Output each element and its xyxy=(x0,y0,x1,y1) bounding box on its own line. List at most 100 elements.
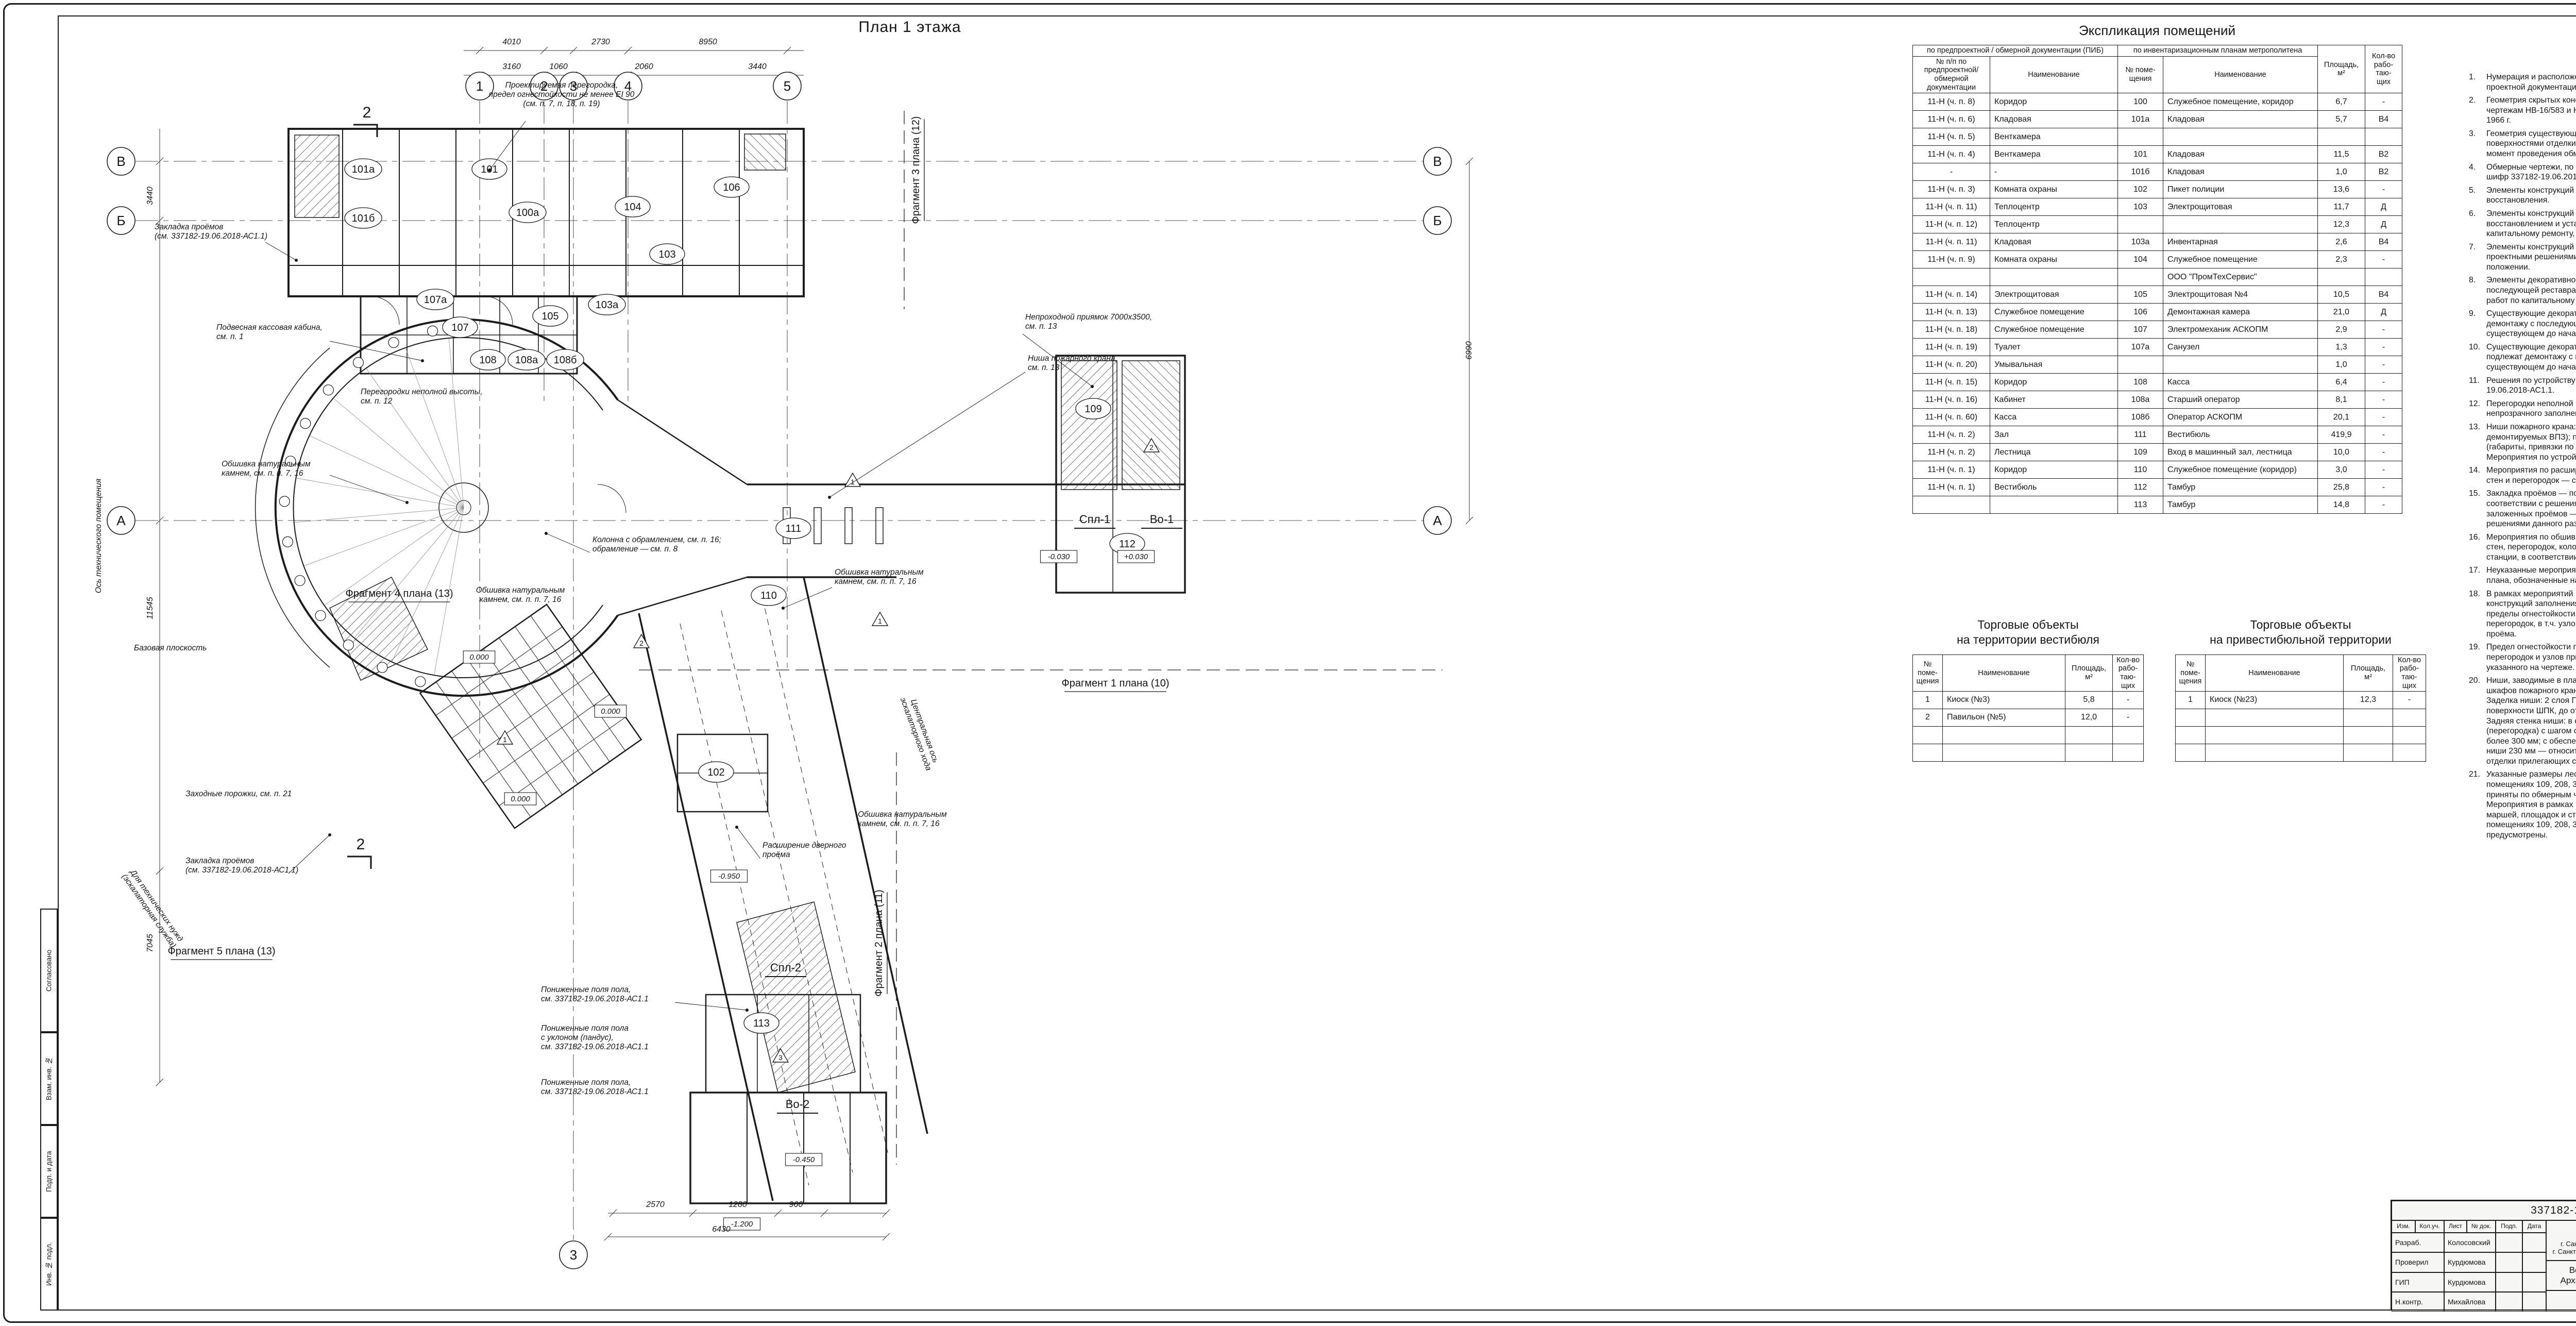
cell xyxy=(2205,726,2344,745)
cell: 11,7 xyxy=(2317,198,2365,216)
room-number: 101б xyxy=(352,213,375,224)
cell: Инвентарная xyxy=(2163,233,2318,251)
leader-line xyxy=(546,533,590,553)
cell: 109 xyxy=(2117,443,2163,462)
cell: Д xyxy=(2365,198,2402,216)
cell: 11-Н (ч. п. 18) xyxy=(1912,321,1990,339)
fragment-label: Фрагмент 1 плана (10) xyxy=(1062,678,1170,689)
cell xyxy=(2175,744,2206,762)
axis-bubble-label: Б xyxy=(1433,213,1442,228)
cell xyxy=(2117,215,2163,234)
cell: - xyxy=(2365,321,2402,339)
side-stamp-podp-data: Подп. и дата xyxy=(40,1125,58,1218)
axis-bubble xyxy=(107,506,135,535)
note-text: Обмерные чертежи, по состоянию на момент… xyxy=(2486,162,2576,182)
leader-line xyxy=(489,121,526,171)
cell: 11-Н (ч. п. 2) xyxy=(1912,426,1990,444)
dimension-value: 2570 xyxy=(646,1200,665,1209)
cell: - xyxy=(2365,478,2402,497)
cell: 11-Н (ч. п. 9) xyxy=(1912,250,1990,269)
note-text: Геометрия скрытых конструкций (основных … xyxy=(2486,96,2576,125)
hall-niche xyxy=(315,610,326,622)
room-number-oval xyxy=(509,202,547,223)
cell: 11-Н (ч. п. 11) xyxy=(1912,233,1990,251)
cell: 107а xyxy=(2117,338,2163,357)
cell: 11-Н (ч. п. 16) xyxy=(1912,391,1990,409)
cell: Кладовая xyxy=(2163,145,2318,164)
leader-line xyxy=(829,372,1026,498)
cell: 111 xyxy=(2117,426,2163,444)
leader-dot xyxy=(735,826,738,829)
room-number-oval xyxy=(649,243,685,265)
cell: Зал xyxy=(1990,426,2118,444)
cell: 10,0 xyxy=(2317,443,2365,462)
forecourt-objects-title: Торговые объекты на привестибюльной терр… xyxy=(2210,618,2392,646)
signature-cell xyxy=(2496,1233,2522,1253)
cell xyxy=(2393,726,2426,745)
cell: Коридор xyxy=(1990,461,2118,479)
note-number: 8. xyxy=(2469,276,2476,285)
cell: 101 xyxy=(2117,145,2163,164)
leader-dot xyxy=(405,501,409,504)
cell xyxy=(2112,726,2144,745)
cell: В4 xyxy=(2365,233,2402,251)
cell: Служебное помещение (коридор) xyxy=(2163,461,2318,479)
cell: В2 xyxy=(2365,145,2402,164)
cell: Кладовая xyxy=(2163,110,2318,129)
note-number: 20. xyxy=(2469,676,2480,685)
cell: Лестница xyxy=(1990,443,2118,462)
cell xyxy=(1942,744,2065,762)
axis-bubble-label: 1 xyxy=(476,78,483,94)
cell xyxy=(2065,744,2113,762)
cell: 6,4 xyxy=(2317,373,2365,392)
hall-niche xyxy=(388,337,399,348)
cell xyxy=(2117,268,2163,287)
cell xyxy=(1990,496,2118,514)
hall-niche xyxy=(294,575,306,586)
fragment-label: Фрагмент 4 плана (13) xyxy=(346,588,453,599)
cell xyxy=(2117,128,2163,146)
cell: - xyxy=(2365,461,2402,479)
stamp-col-izm: Изм. xyxy=(2392,1220,2415,1233)
note-text: Элементы конструкций и отделки — подлежа… xyxy=(2486,186,2574,205)
stamp-col-koluch: Кол.уч. xyxy=(2415,1220,2444,1233)
remark-triangle xyxy=(1143,438,1160,452)
cell: 106 xyxy=(2117,303,2163,322)
annotation: Колонна с обрамлением, см. п. 16;обрамле… xyxy=(592,535,721,553)
forecourt-objects-block: Торговые объекты на привестибюльной терр… xyxy=(2175,617,2426,762)
note-item: 8.Элементы декоративного и эстетического… xyxy=(2469,275,2576,306)
plan-title: План 1 этажа xyxy=(858,19,961,36)
stamp-sheet-title: План 1 этажа xyxy=(2546,1290,2576,1312)
room-number-oval xyxy=(751,584,787,606)
cell: Служебное помещение xyxy=(2163,250,2318,269)
group-header-cell: по предпроектной / обмерной документации… xyxy=(1912,45,2118,57)
leader-line xyxy=(329,341,423,361)
room-number: 103 xyxy=(658,249,675,260)
axis-bubble-label: Б xyxy=(116,213,125,228)
cell: Теплоцентр xyxy=(1990,198,2118,216)
signature-cell xyxy=(2522,1233,2546,1253)
remark-triangle xyxy=(871,611,889,626)
header-cell: № поме- щения xyxy=(1912,654,1943,692)
signature-cell xyxy=(2522,1252,2546,1272)
cell: Вестибюль xyxy=(1990,478,2118,497)
room-number: 111 xyxy=(786,523,801,534)
cell: - xyxy=(2365,373,2402,392)
note-item: 20.Ниши, заводимые в плане 750(ш)х230(г)… xyxy=(2469,676,2576,766)
cell: - xyxy=(2365,338,2402,357)
signature-cell xyxy=(2496,1291,2522,1312)
cell: - xyxy=(2365,408,2402,427)
cell: 14,8 xyxy=(2317,496,2365,514)
cell: 108б xyxy=(2117,408,2163,427)
cell: - xyxy=(2365,180,2402,199)
room-number: 104 xyxy=(624,202,641,213)
note-number: 13. xyxy=(2469,422,2480,431)
signature-cell xyxy=(2522,1272,2546,1292)
